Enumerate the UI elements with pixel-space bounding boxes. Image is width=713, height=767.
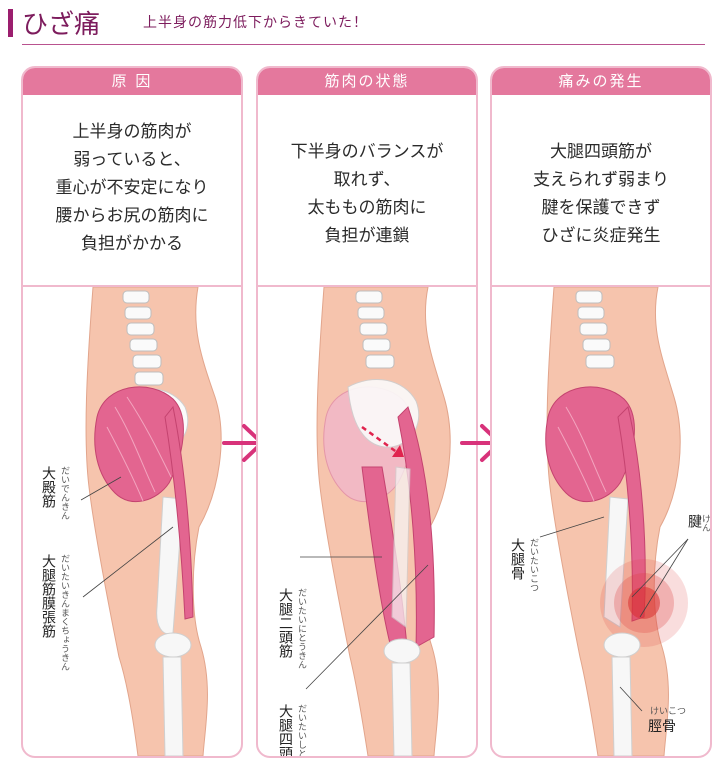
panel-cause: 原 因 上半身の筋肉が 弱っていると、 重心が不安定になり 腰からお尻の筋肉に … xyxy=(21,66,243,758)
description-line: 大腿四頭筋が xyxy=(550,142,652,162)
description-line: 支えられず弱まり xyxy=(533,170,669,190)
panel-description: 下半身のバランスが 取れず、 太ももの筋肉に 負担が連鎖 xyxy=(258,138,476,250)
description-line: 下半身のバランスが xyxy=(290,142,444,162)
gluteus-maximus-muscle xyxy=(545,386,635,503)
header-divider xyxy=(22,44,705,45)
label-quadriceps: 大腿四頭筋 xyxy=(277,704,293,758)
description-line: 太ももの筋肉に xyxy=(307,198,427,218)
leg-anatomy-illustration xyxy=(300,287,451,756)
description-line: 取れず、 xyxy=(333,170,401,190)
description-line: 負担が連鎖 xyxy=(324,226,410,246)
panel-pain-onset: 痛みの発生 大腿四頭筋が 支えられず弱まり 腱を保護できず ひざに炎症発生 腱 … xyxy=(490,66,712,758)
description-line: 腱を保護できず xyxy=(541,198,661,218)
panel-divider xyxy=(23,285,241,287)
tensor-fasciae-latae-muscle xyxy=(164,405,194,620)
panel-heading: 痛みの発生 xyxy=(492,68,710,95)
ruby-tibia: けいこつ xyxy=(650,707,687,717)
description-line: 負担がかかる xyxy=(81,234,183,254)
femur-bone xyxy=(603,496,629,628)
panel-description: 上半身の筋肉が 弱っていると、 重心が不安定になり 腰からお尻の筋肉に 負担がか… xyxy=(23,118,241,258)
ruby-femur: だいたいこつ xyxy=(528,538,538,592)
femur-bone xyxy=(391,466,411,628)
panel-divider xyxy=(492,285,710,287)
ruby-biceps-femoris: だいたいにとうきん xyxy=(296,588,306,669)
description-line: 上半身の筋肉が xyxy=(72,122,192,142)
description-line: ひざに炎症発生 xyxy=(541,226,661,246)
panel-heading: 筋肉の状態 xyxy=(258,68,476,95)
spine-icon xyxy=(355,290,395,369)
ruby-gluteus-maximus: だいでんきん xyxy=(59,466,69,520)
label-biceps-femoris: 大腿二頭筋 xyxy=(277,588,293,658)
label-tibia: 脛骨 xyxy=(648,719,676,735)
leg-anatomy-illustration xyxy=(539,287,689,756)
spine-icon xyxy=(122,290,164,386)
panel-heading: 原 因 xyxy=(23,68,241,95)
description-line: 弱っていると、 xyxy=(73,150,191,170)
gluteus-maximus-muscle xyxy=(94,386,184,503)
tibia-bone xyxy=(611,656,633,756)
ruby-tendon: けん xyxy=(700,514,710,532)
label-tensor-fasciae-latae: 大腿筋膜張筋 xyxy=(40,554,56,638)
description-line: 腰からお尻の筋肉に xyxy=(55,206,209,226)
page-title: ひざ痛 xyxy=(22,10,101,40)
page-subtitle: 上半身の筋力低下からきていた！ xyxy=(143,15,368,31)
header-accent-bar xyxy=(8,9,13,37)
spine-icon xyxy=(575,290,615,369)
panel-divider xyxy=(258,285,476,287)
description-line: 重心が不安定になり xyxy=(55,178,209,198)
leg-anatomy-illustration xyxy=(80,287,222,756)
panel-muscle-state: 筋肉の状態 下半身のバランスが 取れず、 太ももの筋肉に 負担が連鎖 大腿二頭筋… xyxy=(256,66,478,758)
ruby-quadriceps: だいたいしとうきん xyxy=(296,704,306,758)
panel-description: 大腿四頭筋が 支えられず弱まり 腱を保護できず ひざに炎症発生 xyxy=(492,138,710,250)
label-tendon: 腱 xyxy=(686,514,702,528)
label-femur: 大腿骨 xyxy=(509,538,525,580)
tibia-bone xyxy=(391,662,413,756)
quadriceps-muscle xyxy=(617,406,646,622)
label-gluteus-maximus: 大殿筋 xyxy=(40,466,56,508)
ruby-tensor-fasciae-latae: だいたいきんまくちょうきん xyxy=(59,554,69,671)
tibia-bone xyxy=(162,656,184,756)
